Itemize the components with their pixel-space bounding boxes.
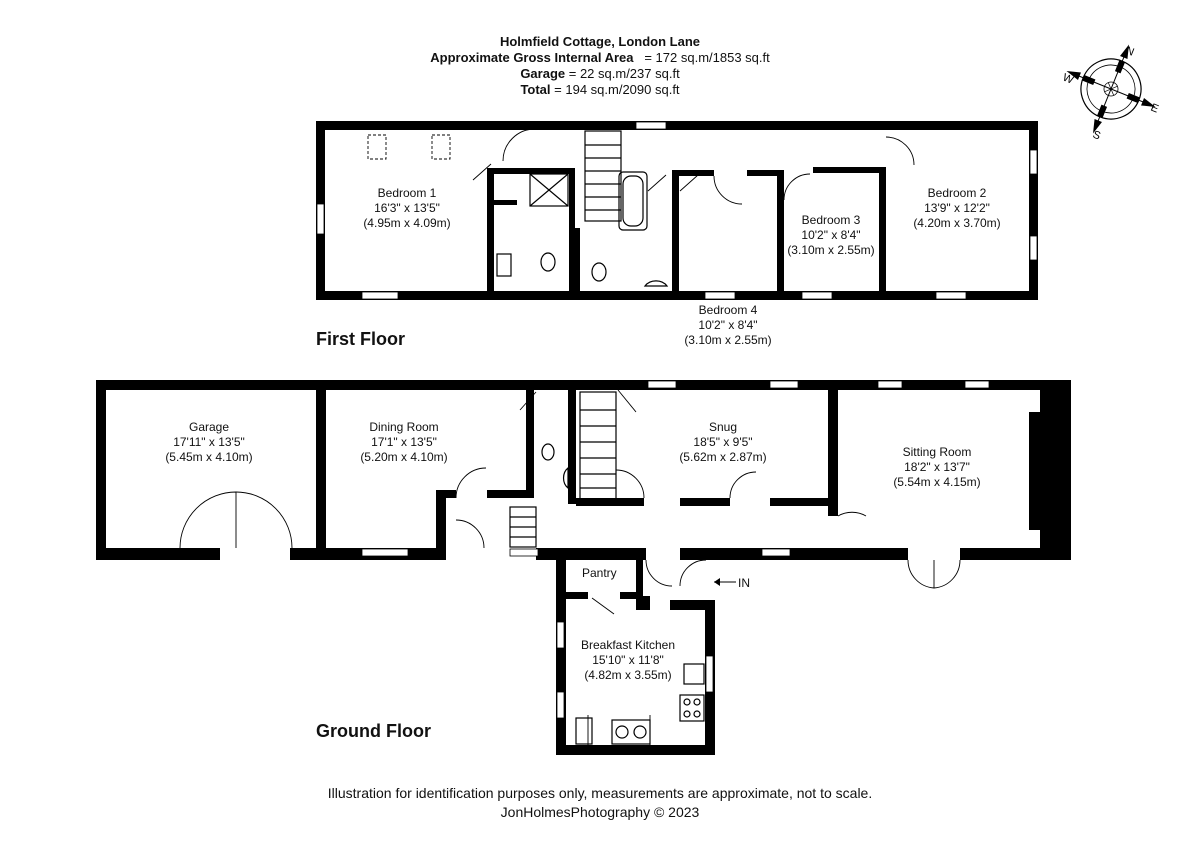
- room-label-dining-room: Dining Room 17'1" x 13'5" (5.20m x 4.10m…: [360, 420, 448, 464]
- room-label-bedroom-3: Bedroom 3 10'2" x 8'4" (3.10m x 2.55m): [787, 213, 875, 257]
- room-label-bedroom-2: Bedroom 2 13'9" x 12'2" (4.20m x 3.70m): [913, 186, 1001, 230]
- room-label-bedroom-1: Bedroom 1 16'3" x 13'5" (4.95m x 4.09m): [363, 186, 451, 230]
- header-block: Holmfield Cottage, London Lane Approxima…: [0, 34, 1200, 98]
- garage-area-line: Garage = 22 sq.m/237 sq.ft: [520, 66, 680, 81]
- room-label-breakfast-kitchen: Breakfast Kitchen 15'10" x 11'8" (4.82m …: [580, 638, 676, 682]
- footer-block: Illustration for identification purposes…: [0, 784, 1200, 822]
- property-title: Holmfield Cottage, London Lane: [499, 34, 701, 49]
- ground-floor-title: Ground Floor: [316, 721, 431, 741]
- entrance-label: IN: [738, 576, 750, 590]
- disclaimer-text: Illustration for identification purposes…: [327, 785, 873, 801]
- compass-south-label: S: [1091, 129, 1102, 143]
- compass-north-label: N: [1124, 45, 1136, 59]
- room-label-snug: Snug 18'5" x 9'5" (5.62m x 2.87m): [679, 420, 767, 464]
- ground-floor-plan: [96, 380, 1071, 755]
- room-label-pantry: Pantry: [582, 566, 617, 580]
- room-label-garage: Garage 17'11" x 13'5" (5.45m x 4.10m): [165, 420, 253, 464]
- compass-east-label: E: [1149, 102, 1160, 116]
- compass-west-label: W: [1061, 72, 1076, 87]
- room-label-sitting-room: Sitting Room 18'2" x 13'7" (5.54m x 4.15…: [893, 445, 981, 489]
- total-area-line: Total = 194 sq.m/2090 sq.ft: [520, 82, 680, 97]
- compass-rose-icon: [1066, 44, 1156, 134]
- copyright-text: JonHolmesPhotography © 2023: [500, 804, 700, 820]
- room-label-bedroom-4: Bedroom 4 10'2" x 8'4" (3.10m x 2.55m): [684, 303, 772, 347]
- first-floor-plan: [316, 121, 1038, 300]
- gia-line: Approximate Gross Internal Area = 172 sq…: [430, 50, 770, 65]
- first-floor-title: First Floor: [316, 329, 405, 349]
